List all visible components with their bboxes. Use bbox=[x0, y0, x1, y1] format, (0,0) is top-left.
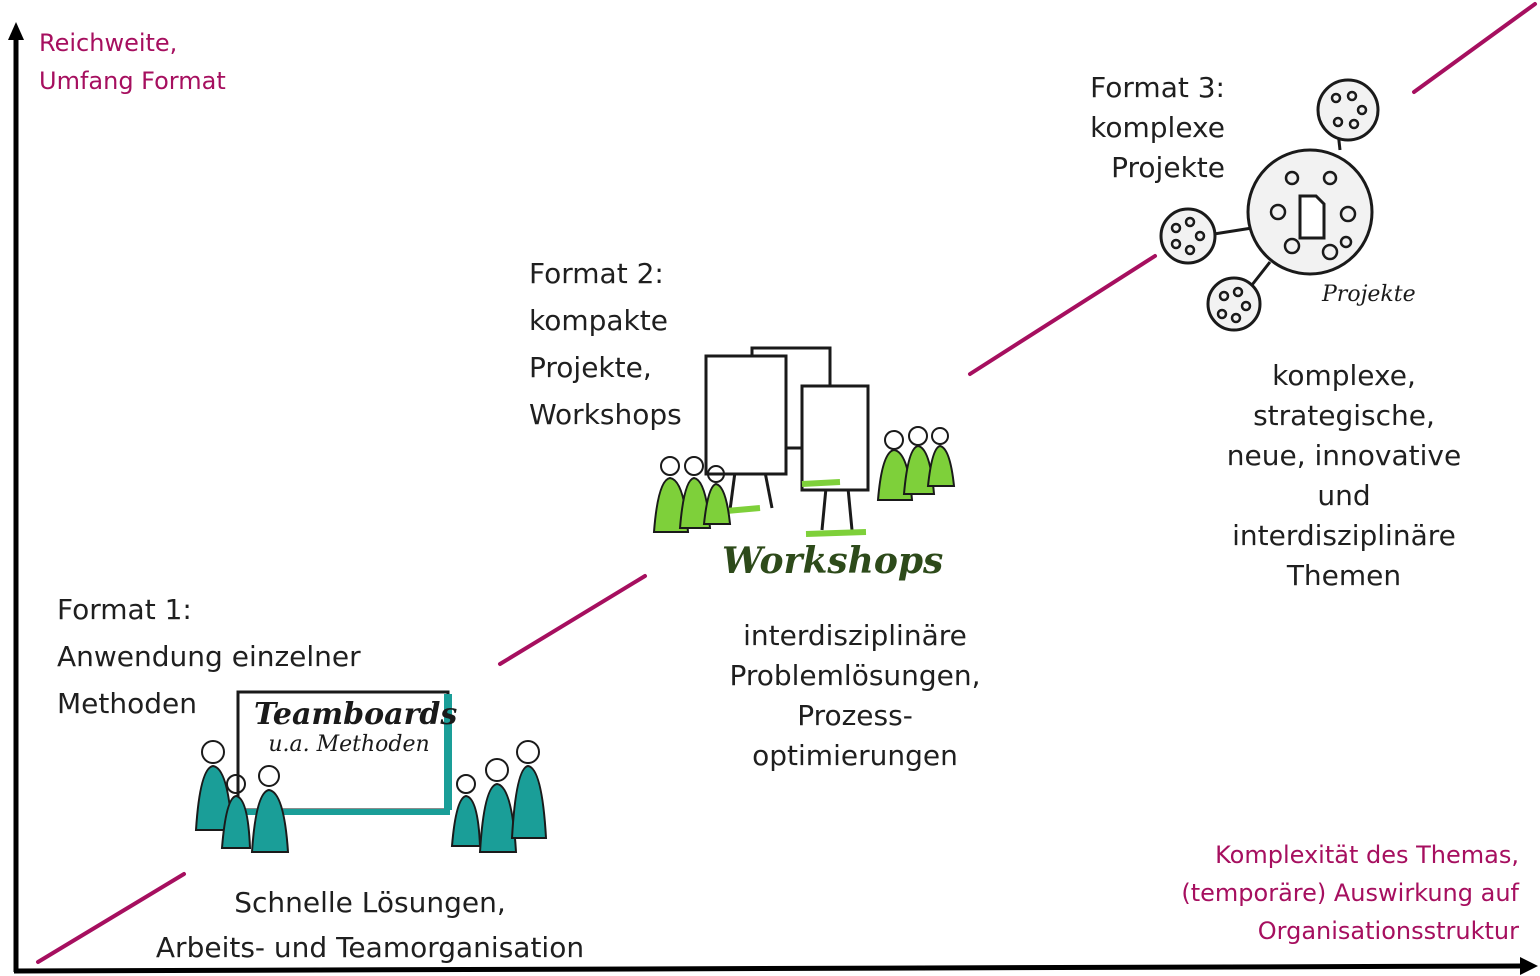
format-3-title: Format 3: komplexe Projekte bbox=[1060, 68, 1225, 188]
x-axis-label-line: Komplexität des Themas, bbox=[1215, 841, 1519, 869]
y-axis-label-line: Reichweite, bbox=[39, 29, 178, 57]
format-2-title-line: Projekte, bbox=[529, 351, 652, 384]
format-2-title: Format 2: kompakte Projekte, Workshops bbox=[529, 250, 682, 438]
format-3-title-line: Format 3: bbox=[1090, 71, 1225, 104]
format-2-description-line: optimierungen bbox=[752, 739, 958, 772]
format-3-description-line: und bbox=[1317, 479, 1371, 512]
format-1-title: Format 1: Anwendung einzelner Methoden bbox=[57, 586, 361, 727]
format-3-description-line: neue, innovative bbox=[1226, 439, 1462, 472]
format-1-title-line: Methoden bbox=[57, 687, 197, 720]
projekte-sketch bbox=[1159, 78, 1380, 332]
format-2-description-line: Problemlösungen, bbox=[729, 659, 981, 692]
teamboards-sketch bbox=[194, 690, 548, 853]
progression-line bbox=[36, 2, 1537, 964]
x-axis-label-line: (temporäre) Auswirkung auf bbox=[1181, 879, 1519, 907]
format-2-title-line: kompakte bbox=[529, 304, 668, 337]
x-axis bbox=[13, 963, 1525, 974]
format-2-description-line: Prozess- bbox=[797, 699, 913, 732]
format-3-title-line: komplexe bbox=[1090, 111, 1225, 144]
format-2-description-line: interdisziplinäre bbox=[743, 619, 967, 652]
format-2-title-line: Format 2: bbox=[529, 257, 664, 290]
format-1-title-line: Anwendung einzelner bbox=[57, 640, 361, 673]
projekte-sketch-label: Projekte bbox=[1322, 282, 1416, 307]
x-axis-label-line: Organisationsstruktur bbox=[1257, 917, 1519, 945]
y-axis-label: Reichweite, Umfang Format bbox=[39, 24, 226, 100]
format-1-description-line: Arbeits- und Teamorganisation bbox=[155, 931, 585, 964]
workshops-sketch bbox=[652, 346, 956, 537]
teamboards-label-line-1: Teamboards bbox=[254, 697, 458, 732]
format-3-description-line: interdisziplinäre bbox=[1232, 519, 1456, 552]
format-3-description-line: strategische, bbox=[1253, 399, 1435, 432]
format-2-description: interdisziplinäre Problemlösungen, Proze… bbox=[680, 616, 1030, 776]
format-1-description: Schnelle Lösungen, Arbeits- und Teamorga… bbox=[120, 880, 620, 970]
format-1-description-line: Schnelle Lösungen, bbox=[234, 886, 506, 919]
x-axis-label: Komplexität des Themas, (temporäre) Ausw… bbox=[1181, 836, 1519, 950]
teamboards-label-line-2: u.a. Methoden bbox=[268, 732, 430, 757]
format-3-title-line: Projekte bbox=[1111, 151, 1225, 184]
workshops-sketch-label: Workshops bbox=[722, 540, 944, 582]
format-3-description-line: komplexe, bbox=[1272, 359, 1416, 392]
y-axis-arrow-icon bbox=[8, 22, 24, 40]
x-axis-arrow-icon bbox=[1520, 957, 1538, 975]
format-3-description: komplexe, strategische, neue, innovative… bbox=[1194, 356, 1494, 596]
format-2-title-line: Workshops bbox=[529, 398, 682, 431]
y-axis-label-line: Umfang Format bbox=[39, 67, 226, 95]
format-3-description-line: Themen bbox=[1286, 559, 1402, 592]
teamboards-sketch-label: Teamboards u.a. Methoden bbox=[254, 697, 458, 760]
format-1-title-line: Format 1: bbox=[57, 593, 192, 626]
